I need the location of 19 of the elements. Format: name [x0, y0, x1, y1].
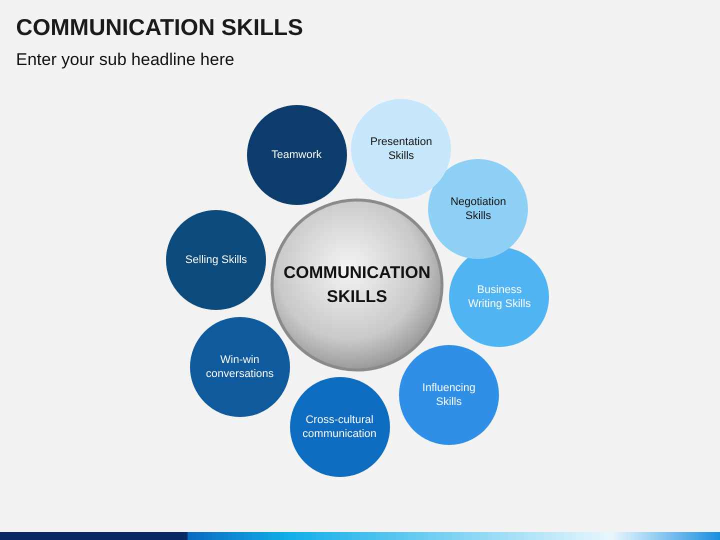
petal-label: Win-win conversations: [204, 353, 275, 382]
petal-label: Negotiation Skills: [449, 195, 508, 224]
petal-label: Business Writing Skills: [467, 283, 532, 312]
petal-label: Presentation Skills: [369, 134, 434, 163]
petal-label: Influencing Skills: [421, 380, 476, 409]
petal-shape: [449, 247, 550, 348]
petal-label: Selling Skills: [184, 253, 248, 268]
sub-headline: Enter your sub headline here: [16, 50, 234, 70]
petal-shape: [166, 210, 266, 310]
slide-title: COMMUNICATION SKILLS: [16, 14, 304, 41]
petal-shape: [428, 159, 528, 260]
petal-shape: [351, 98, 452, 199]
petal-shape: [290, 376, 390, 477]
petal-shape: [190, 317, 290, 418]
petal-shape: [246, 105, 347, 206]
petal-label: Teamwork: [270, 148, 323, 162]
center-label: COMMUNICATION SKILLS: [282, 262, 432, 308]
petal-label: Cross-cultural communication: [302, 412, 378, 441]
petal-shape: [398, 344, 499, 445]
